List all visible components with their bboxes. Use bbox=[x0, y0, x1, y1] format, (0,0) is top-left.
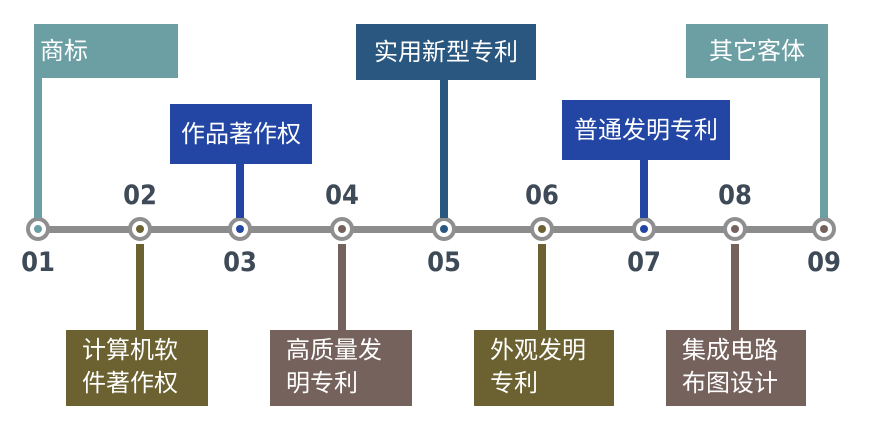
node-08-label-line-2: 布图设计 bbox=[682, 369, 778, 397]
node-04-label-line-2: 明专利 bbox=[286, 369, 358, 397]
node-02-marker bbox=[128, 217, 152, 241]
node-08-marker bbox=[723, 217, 747, 241]
node-03-label: 作品著作权 bbox=[170, 104, 312, 164]
node-06-label-line-2: 专利 bbox=[490, 369, 538, 397]
node-07-marker bbox=[632, 217, 656, 241]
node-05-marker bbox=[432, 217, 456, 241]
node-05-connector bbox=[440, 80, 448, 218]
node-dot bbox=[640, 225, 648, 233]
node-01-number: 01 bbox=[21, 247, 55, 278]
node-06-label: 外观发明 专利 bbox=[474, 330, 614, 406]
node-02-label-line-1: 计算机软 bbox=[82, 336, 178, 364]
node-02-connector bbox=[136, 244, 144, 330]
node-03-number: 03 bbox=[223, 247, 257, 278]
node-06-label-line-1: 外观发明 bbox=[490, 336, 586, 364]
node-07-label: 普通发明专利 bbox=[562, 100, 730, 160]
node-dot bbox=[538, 225, 546, 233]
node-dot bbox=[338, 225, 346, 233]
node-04-connector bbox=[338, 244, 346, 330]
node-05-label: 实用新型专利 bbox=[356, 24, 536, 80]
node-07-number: 07 bbox=[627, 247, 661, 278]
node-09-number: 09 bbox=[807, 247, 841, 278]
node-02-label-line-2: 件著作权 bbox=[82, 369, 178, 397]
node-04-number: 04 bbox=[325, 180, 359, 211]
node-07-connector bbox=[640, 160, 648, 218]
node-08-connector bbox=[731, 244, 739, 330]
node-09-marker bbox=[812, 217, 836, 241]
node-01-marker bbox=[26, 217, 50, 241]
node-03-connector bbox=[236, 164, 244, 218]
node-06-connector bbox=[538, 244, 546, 330]
node-01-connector bbox=[34, 78, 42, 218]
node-08-label: 集成电路 布图设计 bbox=[666, 330, 806, 406]
node-05-number: 05 bbox=[427, 247, 461, 278]
node-dot bbox=[236, 225, 244, 233]
node-04-label: 高质量发 明专利 bbox=[270, 330, 412, 406]
node-02-number: 02 bbox=[123, 180, 157, 211]
node-06-marker bbox=[530, 217, 554, 241]
node-dot bbox=[440, 225, 448, 233]
node-04-label-line-1: 高质量发 bbox=[286, 336, 382, 364]
node-dot bbox=[820, 225, 828, 233]
node-04-marker bbox=[330, 217, 354, 241]
node-09-connector bbox=[820, 78, 828, 218]
node-06-number: 06 bbox=[525, 180, 559, 211]
node-08-label-line-1: 集成电路 bbox=[682, 336, 778, 364]
node-02-label: 计算机软 件著作权 bbox=[66, 330, 208, 406]
node-03-marker bbox=[228, 217, 252, 241]
node-08-number: 08 bbox=[718, 180, 752, 211]
node-dot bbox=[731, 225, 739, 233]
node-01-label: 商标 bbox=[34, 24, 178, 78]
node-dot bbox=[136, 225, 144, 233]
node-09-label: 其它客体 bbox=[686, 24, 828, 78]
node-dot bbox=[34, 225, 42, 233]
timeline-axis bbox=[38, 226, 824, 233]
